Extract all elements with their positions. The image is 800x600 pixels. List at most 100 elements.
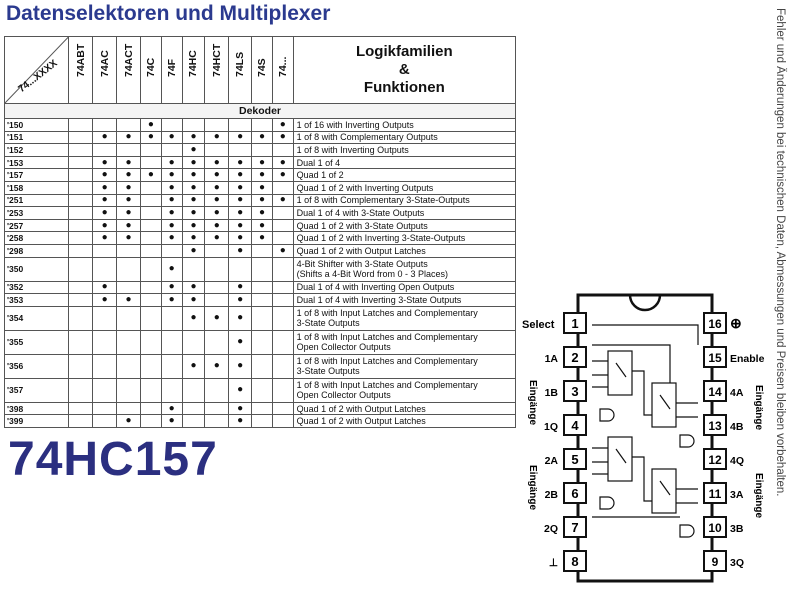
table-row: '399●●●Quad 1 of 2 with Output Latches xyxy=(3,414,517,428)
part-number-cell: '153 xyxy=(3,155,70,170)
corner-cell: 74...XXXX xyxy=(3,36,70,104)
page-title: Datenselektoren und Multiplexer xyxy=(6,2,331,25)
pin-left: 41Q xyxy=(544,414,587,436)
pin-left: 52A xyxy=(545,448,587,470)
availability-cell xyxy=(68,414,94,428)
availability-cell xyxy=(271,180,294,195)
section-row: Dekoder xyxy=(4,103,516,119)
availability-cell: ● xyxy=(160,130,183,145)
availability-cell: ● xyxy=(181,155,206,170)
pin-label: 4A xyxy=(730,387,744,399)
availability-cell: ● xyxy=(181,280,206,295)
inputs-label-left-top: Eingänge xyxy=(527,380,538,425)
pin-number: 15 xyxy=(708,351,722,365)
availability-cell xyxy=(68,353,94,379)
availability-cell xyxy=(251,353,273,379)
availability-cell: ● xyxy=(181,143,206,157)
availability-cell: ● xyxy=(160,193,183,208)
pin-label: 3A xyxy=(730,489,744,501)
availability-cell xyxy=(271,377,294,403)
part-number-cell: '251 xyxy=(3,193,70,208)
availability-cell: ● xyxy=(181,218,206,233)
availability-cell xyxy=(140,280,162,295)
availability-cell xyxy=(140,155,162,170)
availability-cell xyxy=(204,329,230,355)
availability-cell: ● xyxy=(160,256,183,282)
availability-cell: ● xyxy=(228,180,253,195)
part-number-cell: '253 xyxy=(3,206,70,220)
availability-cell: ● xyxy=(181,130,206,145)
availability-cell xyxy=(92,256,118,282)
availability-cell: ● xyxy=(181,353,206,379)
table-row: '151●●●●●●●●●1 of 8 with Complementary O… xyxy=(3,130,517,145)
function-cell: Quad 1 of 2 with Inverting 3-State-Outpu… xyxy=(292,231,517,245)
function-text: Quad 1 of 2 with Output Latches xyxy=(296,403,426,414)
availability-cell: ● xyxy=(228,168,253,182)
family-header: 74... xyxy=(271,36,294,104)
function-cell: Dual 1 of 4 with Inverting 3-State Outpu… xyxy=(292,293,517,307)
function-text: 1 of 8 with Input Latches and Complement… xyxy=(296,380,478,391)
availability-cell: ● xyxy=(228,231,253,245)
function-cell: Dual 1 of 4 xyxy=(292,155,517,170)
function-text: 4-Bit Shifter with 3-State Outputs xyxy=(296,259,428,270)
availability-cell: ● xyxy=(140,130,162,145)
pin-label: Select xyxy=(522,319,555,331)
availability-cell xyxy=(251,243,273,258)
availability-cell: ● xyxy=(228,401,253,416)
part-number-cell: '158 xyxy=(3,180,70,195)
table-row: '150●●1 of 16 with Inverting Outputs xyxy=(3,118,517,132)
pin-label: 2Q xyxy=(544,523,558,535)
availability-cell: ● xyxy=(92,193,118,208)
availability-cell: ● xyxy=(228,280,253,295)
availability-cell: ● xyxy=(116,193,142,208)
availability-cell: ● xyxy=(116,206,142,220)
availability-cell xyxy=(116,353,142,379)
table-row: '357●1 of 8 with Input Latches and Compl… xyxy=(3,377,517,403)
availability-cell xyxy=(116,118,142,132)
part-number-label: 74HC157 xyxy=(8,433,218,486)
availability-cell: ● xyxy=(204,180,230,195)
pin-number: 8 xyxy=(571,554,578,569)
part-number-cell: '298 xyxy=(3,243,70,258)
availability-cell xyxy=(68,329,94,355)
availability-cell: ● xyxy=(160,168,183,182)
availability-cell xyxy=(251,401,273,416)
availability-cell: ● xyxy=(92,231,118,245)
availability-cell xyxy=(92,329,118,355)
pin-label: 3B xyxy=(730,523,744,535)
part-number-cell: '355 xyxy=(3,329,70,355)
function-cell: 1 of 16 with Inverting Outputs xyxy=(292,118,517,132)
availability-cell: ● xyxy=(271,193,294,208)
function-cell: 1 of 8 with Input Latches and Complement… xyxy=(292,377,517,403)
availability-cell xyxy=(160,143,183,157)
availability-cell: ● xyxy=(92,155,118,170)
availability-cell xyxy=(140,401,162,416)
function-cell: Dual 1 of 4 with Inverting Open Outputs xyxy=(292,280,517,295)
availability-cell xyxy=(271,231,294,245)
availability-cell xyxy=(228,143,253,157)
pin-label: 1B xyxy=(545,387,559,399)
availability-cell xyxy=(140,231,162,245)
function-text: Dual 1 of 4 with Inverting Open Outputs xyxy=(296,282,455,293)
availability-cell xyxy=(68,243,94,258)
function-cell: Quad 1 of 2 with Output Latches xyxy=(292,401,517,416)
part-number-cell: '352 xyxy=(3,280,70,295)
function-text: Dual 1 of 4 with Inverting 3-State Outpu… xyxy=(296,294,462,305)
availability-cell: ● xyxy=(204,193,230,208)
availability-cell xyxy=(160,118,183,132)
availability-cell: ● xyxy=(116,231,142,245)
inputs-label-right-top: Eingänge xyxy=(753,385,764,430)
pin-number: 1 xyxy=(571,316,578,331)
family-header: 74S xyxy=(251,36,273,104)
availability-cell: ● xyxy=(204,168,230,182)
function-cell: Quad 1 of 2 with Output Latches xyxy=(292,243,517,258)
availability-cell: ● xyxy=(228,155,253,170)
availability-cell xyxy=(68,401,94,416)
pin-label: ⊕ xyxy=(730,315,742,331)
family-header: 74HC xyxy=(181,36,206,104)
availability-cell xyxy=(160,243,183,258)
table-row: '253●●●●●●●Dual 1 of 4 with 3-State Outp… xyxy=(3,206,517,220)
